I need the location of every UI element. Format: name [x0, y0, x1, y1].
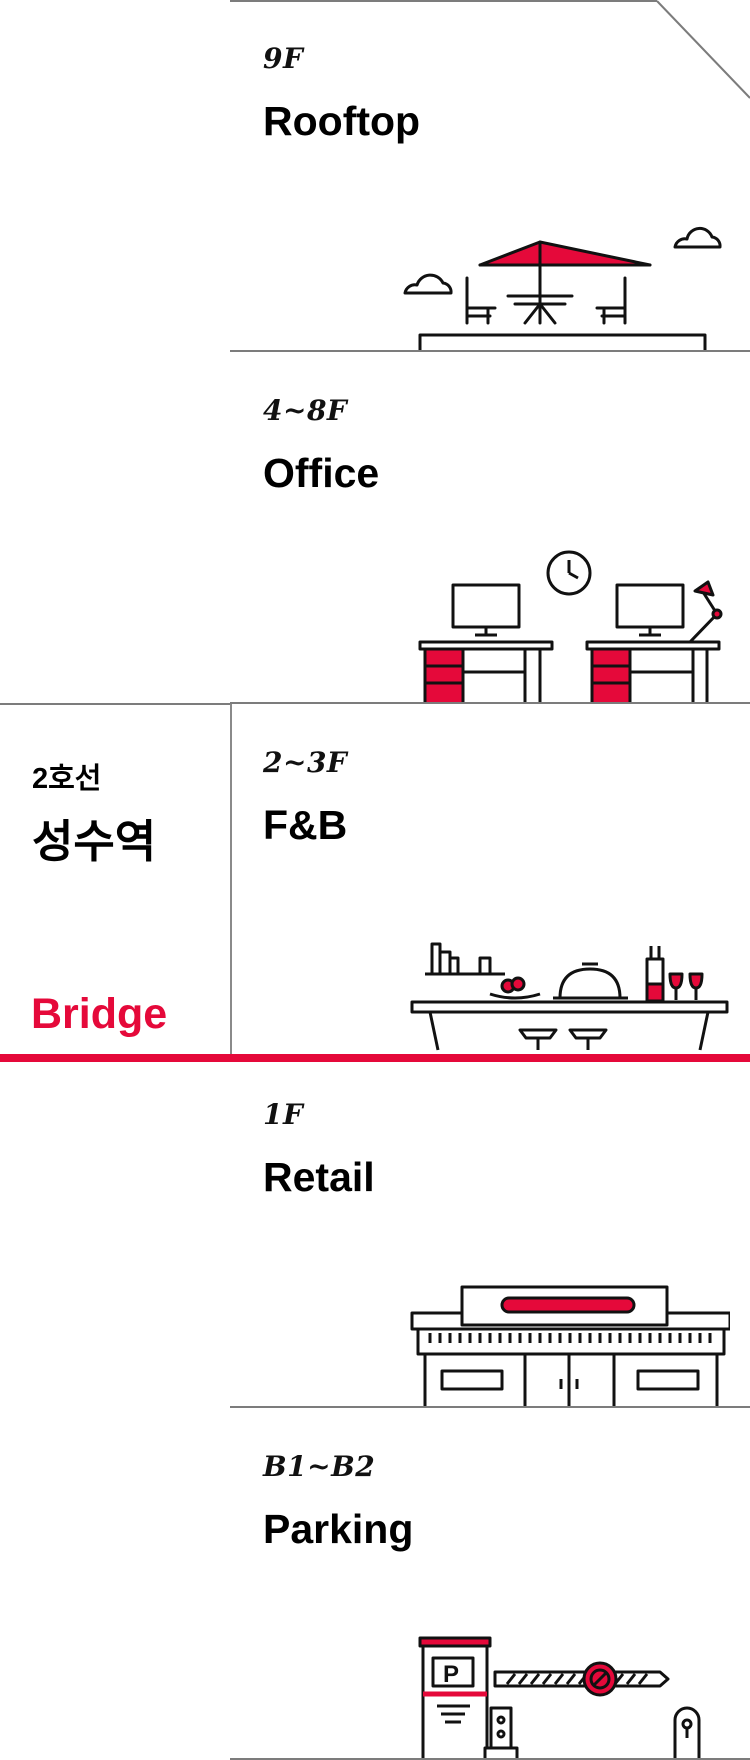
floor-level: 1F — [263, 1098, 303, 1131]
svg-text:P: P — [443, 1661, 459, 1688]
office-desks-icon — [415, 547, 725, 704]
subway-line-label: 2호선 — [32, 755, 102, 797]
floor-name: Rooftop — [263, 98, 420, 145]
floor-name: Parking — [263, 1506, 413, 1553]
floor-level: B1~B2 — [263, 1450, 375, 1483]
bridge-link[interactable]: Bridge — [31, 990, 167, 1039]
floor-retail[interactable]: 1F Retail — [230, 1056, 750, 1408]
floor-level: 2~3F — [263, 746, 347, 779]
floor-rooftop[interactable]: 9F Rooftop — [230, 0, 750, 352]
dining-counter-icon — [410, 934, 750, 1054]
parking-gate-icon: P — [415, 1636, 730, 1760]
floor-level: 9F — [263, 42, 303, 75]
floor-name: F&B — [263, 802, 347, 849]
floor-name: Office — [263, 450, 379, 497]
floor-level: 4~8F — [263, 394, 347, 427]
rooftop-terrace-icon — [400, 220, 730, 352]
floor-name: Retail — [263, 1154, 375, 1201]
floor-fnb[interactable]: 2~3F F&B — [230, 704, 750, 1056]
floor-office[interactable]: 4~8F Office — [230, 352, 750, 704]
station-top-line — [0, 703, 230, 705]
storefront-icon — [410, 1281, 730, 1407]
station-name: 성수역 — [32, 805, 156, 870]
floor-parking[interactable]: B1~B2 Parking P — [230, 1408, 750, 1760]
